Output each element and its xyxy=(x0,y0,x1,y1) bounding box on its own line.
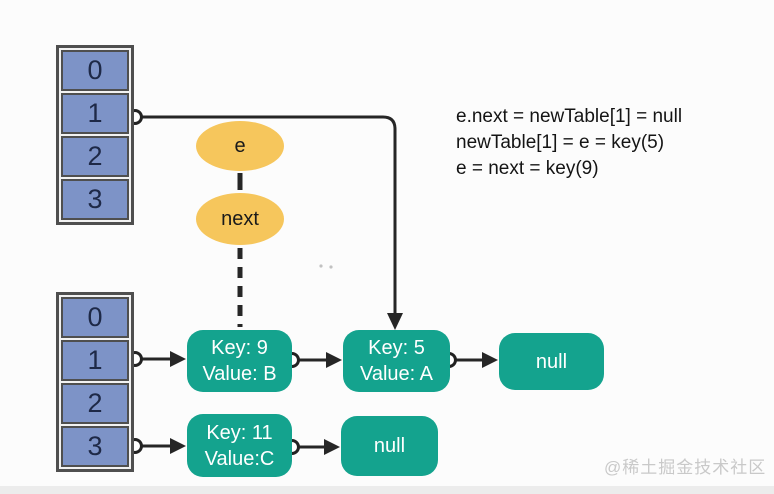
annotation-line-2: newTable[1] = e = key(5) xyxy=(456,132,665,153)
pointer-next-label: next xyxy=(221,207,259,230)
key9-to-key5-arrowhead xyxy=(326,352,342,368)
annotation-line-1: e.next = newTable[1] = null xyxy=(456,106,683,127)
new-table-cell-2: 2 xyxy=(61,136,129,177)
new-table-array: 0 1 2 3 xyxy=(56,45,134,225)
key5-to-null-arrowhead xyxy=(482,352,498,368)
node-key5: Key: 5 Value: A xyxy=(343,330,450,392)
oldtable3-to-key11-arrowhead xyxy=(170,438,186,454)
artifact-dot-2 xyxy=(329,265,333,269)
pointer-e-ellipse: e xyxy=(196,121,284,171)
oldtable1-to-key9-arrowhead xyxy=(170,351,186,367)
node-key9-key: Key: 9 xyxy=(211,337,268,359)
pointer-next-ellipse: next xyxy=(196,193,284,245)
pointer-e-label: e xyxy=(234,134,246,157)
node-key11-key: Key: 11 xyxy=(206,421,273,444)
new-table-cell-0: 0 xyxy=(61,50,129,91)
node-key5-key: Key: 5 xyxy=(368,337,425,359)
node-key9-value: Value: B xyxy=(202,363,277,385)
old-table-cell-1: 1 xyxy=(61,340,129,381)
newtable1-to-key5-arrowhead xyxy=(387,313,403,330)
key11-to-null-arrowhead xyxy=(324,439,340,455)
newtable1-to-key5-line xyxy=(142,115,397,314)
new-table-cell-1: 1 xyxy=(61,93,129,134)
node-key11-value: Value:C xyxy=(204,447,275,470)
old-table-cell-3: 3 xyxy=(61,426,129,467)
node-key9: Key: 9 Value: B xyxy=(187,330,292,392)
node-null-after-key11: null xyxy=(341,416,438,476)
bottom-edge-strip xyxy=(0,486,774,494)
artifact-dot-1 xyxy=(319,264,323,268)
node-key11: Key: 11 Value:C xyxy=(187,414,292,477)
old-table-cell-0: 0 xyxy=(61,297,129,338)
old-table-cell-2: 2 xyxy=(61,383,129,424)
node-null2-label: null xyxy=(373,435,406,457)
annotation-line-3: e = next = key(9) xyxy=(456,158,599,179)
new-table-cell-3: 3 xyxy=(61,179,129,220)
old-table-array: 0 1 2 3 xyxy=(56,292,134,472)
node-null1-label: null xyxy=(535,350,568,373)
node-null-after-key5: null xyxy=(499,333,604,390)
watermark: @稀土掘金技术社区 xyxy=(604,458,767,477)
rehash-annotation: e.next = newTable[1] = null newTable[1] … xyxy=(456,104,682,182)
node-key5-value: Value: A xyxy=(359,363,434,385)
